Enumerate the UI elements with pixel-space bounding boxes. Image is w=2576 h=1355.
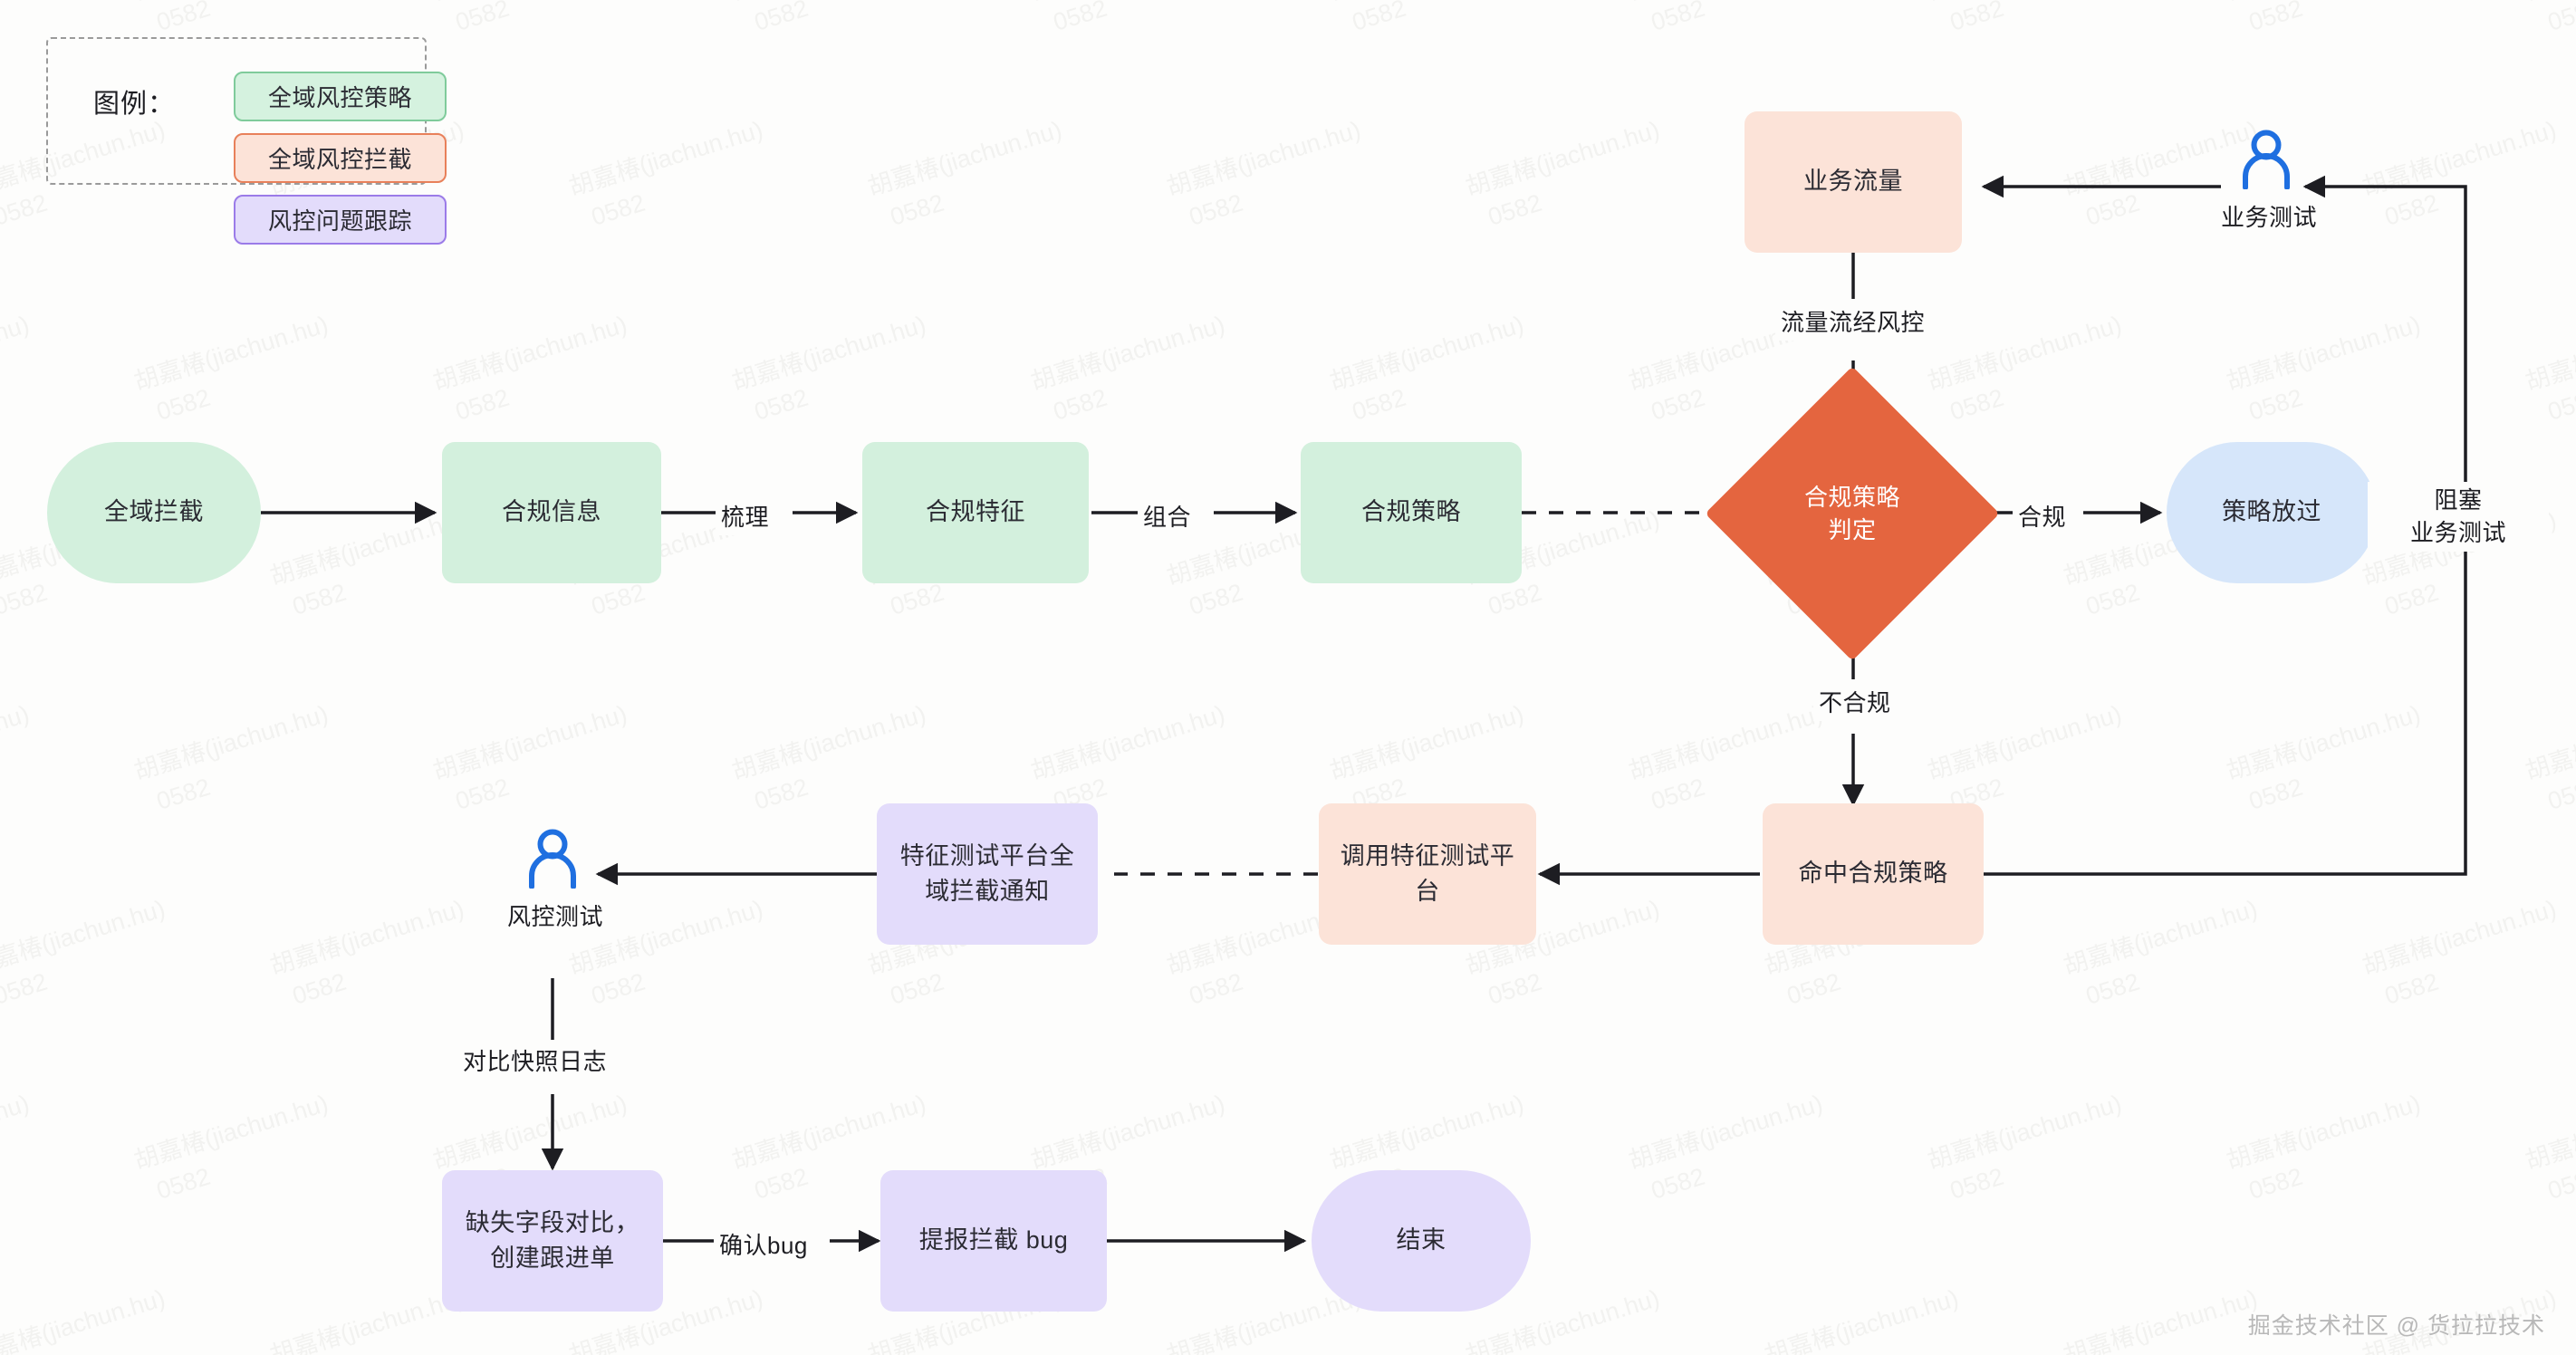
legend-item-label: 风控问题跟踪 [267, 207, 412, 235]
node-label-line1: 调用特征测试平 [1340, 841, 1515, 870]
watermark-text: 胡嘉椿(jiachun.hu)0582 [2223, 311, 2424, 427]
watermark-text: 胡嘉椿(jiachun.hu)0582 [1027, 311, 1228, 427]
watermark-text: 胡嘉椿(jiachun.hu)0582 [1327, 0, 1527, 37]
legend-box: 图例： 全域风控策略 全域风控拦截 风控问题跟踪 [46, 37, 447, 245]
legend-title: 图例： [93, 90, 176, 119]
watermark-text: 胡嘉椿(jiachun.hu)0582 [864, 116, 1065, 232]
edge-label-zuhe: 组合 [1138, 499, 1197, 536]
node-label: 提报拦截 bug [918, 1226, 1069, 1254]
watermark-text: 胡嘉椿(jiachun.hu)0582 [266, 895, 467, 1011]
watermark-text: 胡嘉椿(jiachun.hu)0582 [729, 0, 929, 37]
node-hegui-celue-panding[interactable]: 合规策略 判定 [1705, 366, 2000, 661]
node-yewu-liuliang[interactable]: 业务流量 [1745, 111, 1962, 253]
edge-label-bu-hegui: 不合规 [1813, 685, 1897, 722]
node-label-line2: 创建跟进单 [490, 1244, 615, 1272]
watermark-text: 胡嘉椿(jiachun.hu)0582 [2060, 895, 2261, 1011]
watermark-text: 胡嘉椿(jiachun.hu)0582 [429, 700, 630, 816]
watermark-text: 胡嘉椿(jiachun.hu)0582 [2522, 1090, 2576, 1206]
watermark-text: 胡嘉椿(jiachun.hu)0582 [2224, 0, 2424, 37]
legend-item-label: 全域风控拦截 [267, 146, 412, 173]
watermark-text: 胡嘉椿(jiachun.hu)0582 [2522, 311, 2576, 427]
node-label: 合规策略 [1361, 498, 1461, 526]
watermark-text: 胡嘉椿(jiachun.hu)0582 [1163, 116, 1364, 232]
watermark-text: 胡嘉椿(jiachun.hu)0582 [0, 311, 33, 396]
watermark-text: 胡嘉椿(jiachun.hu)0582 [2523, 0, 2576, 37]
node-label-line1: 缺失字段对比， [465, 1208, 640, 1236]
watermark-text: 胡嘉椿(jiachun.hu)0582 [565, 116, 766, 232]
watermark-text: 胡嘉椿(jiachun.hu)0582 [0, 0, 44, 44]
node-hegui-xinxi[interactable]: 合规信息 [442, 442, 661, 583]
edge-label-line1: 阻塞 [2434, 486, 2483, 514]
node-queshi-ziduan-duibi[interactable]: 缺失字段对比， 创建跟进单 [442, 1170, 663, 1312]
node-label-line2: 台 [1415, 878, 1440, 905]
node-tibao-lanjie-bug[interactable]: 提报拦截 bug [880, 1170, 1107, 1312]
edge-label-duibi-kuaizhao-rizhi: 对比快照日志 [457, 1043, 613, 1081]
watermark-text: 胡嘉椿(jiachun.hu)0582 [0, 700, 33, 785]
watermark-text: 胡嘉椿(jiachun.hu)0582 [0, 1284, 168, 1355]
edge-label-hegui: 合规 [2013, 499, 2072, 536]
edge-label-queren-bug: 确认bug [714, 1227, 813, 1264]
watermark-text: 胡嘉椿(jiachun.hu)0582 [0, 1090, 33, 1175]
watermark-text: 胡嘉椿(jiachun.hu)0582 [429, 311, 630, 427]
node-label: 全域拦截 [104, 498, 204, 526]
node-label-line1: 合规策略 [1803, 483, 1900, 511]
actor-label: 风控测试 [507, 903, 604, 930]
edge-label-liuliang-jing-fengkong: 流量流经风控 [1775, 304, 1931, 341]
watermark-text: 胡嘉椿(jiachun.hu)0582 [1925, 0, 2125, 37]
watermark-text: 胡嘉椿(jiachun.hu)0582 [130, 311, 332, 427]
watermark-text: 胡嘉椿(jiachun.hu)0582 [1924, 1090, 2125, 1206]
node-label: 合规信息 [502, 498, 601, 526]
watermark-text: 胡嘉椿(jiachun.hu)0582 [1326, 311, 1527, 427]
edge-label-shuli: 梳理 [716, 499, 775, 536]
watermark-text: 胡嘉椿(jiachun.hu)0582 [130, 1090, 332, 1206]
node-label-line2: 域拦截通知 [925, 878, 1050, 905]
edge-label-zusai-yewu-ceshi: 阻塞 业务测试 [2368, 482, 2549, 552]
watermark-text: 胡嘉椿(jiachun.hu)0582 [1626, 0, 1826, 37]
actor-yewu-ceshi[interactable]: 业务测试 [2221, 130, 2318, 233]
watermark-text: 胡嘉椿(jiachun.hu)0582 [1625, 1090, 1826, 1206]
watermark-text: 胡嘉椿(jiachun.hu)0582 [1462, 116, 1663, 232]
legend-item-issue-tracking: 风控问题跟踪 [234, 195, 447, 245]
watermark-text: 胡嘉椿(jiachun.hu)0582 [1028, 0, 1228, 37]
node-tezheng-pingtai-tongzhi[interactable]: 特征测试平台全 域拦截通知 [877, 803, 1098, 945]
watermark-text: 胡嘉椿(jiachun.hu)0582 [2223, 700, 2424, 816]
node-label: 合规特征 [926, 498, 1025, 526]
watermark-text: 胡嘉椿(jiachun.hu)0582 [2359, 895, 2560, 1011]
node-hegui-tezheng[interactable]: 合规特征 [862, 442, 1089, 583]
node-quanyu-lanjie[interactable]: 全域拦截 [47, 442, 261, 583]
legend-item-block: 全域风控拦截 [234, 133, 447, 183]
legend-item-label: 全域风控策略 [267, 84, 412, 111]
node-label: 结束 [1396, 1226, 1447, 1254]
watermark-text: 胡嘉椿(jiachun.hu)0582 [0, 895, 168, 1011]
watermark-text: 胡嘉椿(jiachun.hu)0582 [2522, 700, 2576, 816]
watermark-text: 胡嘉椿(jiachun.hu)0582 [130, 700, 332, 816]
node-celue-fangguo[interactable]: 策略放过 [2167, 442, 2377, 583]
watermark-text: 胡嘉椿(jiachun.hu)0582 [1761, 1284, 1962, 1355]
node-jieshu[interactable]: 结束 [1312, 1170, 1531, 1312]
node-mingzhong-hegui-celue[interactable]: 命中合规策略 [1763, 803, 1984, 945]
watermark-text: 胡嘉椿(jiachun.hu)0582 [2359, 116, 2560, 232]
person-icon [2243, 130, 2290, 190]
watermark-text: 胡嘉椿(jiachun.hu)0582 [430, 0, 630, 37]
node-diaoyong-tezheng-pingtai[interactable]: 调用特征测试平 台 [1319, 803, 1536, 945]
actor-fengkong-ceshi[interactable]: 风控测试 [507, 829, 604, 932]
watermark-text: 胡嘉椿(jiachun.hu)0582 [728, 311, 929, 427]
node-label-line1: 特征测试平台全 [899, 841, 1075, 870]
legend-item-strategy: 全域风控策略 [234, 72, 447, 121]
watermark-text: 胡嘉椿(jiachun.hu)0582 [2223, 1090, 2424, 1206]
node-label: 合规策略 判定 [1804, 481, 1900, 547]
node-hegui-celue[interactable]: 合规策略 [1301, 442, 1522, 583]
actor-label: 业务测试 [2221, 204, 2318, 231]
node-label: 命中合规策略 [1798, 860, 1948, 888]
footer-attribution: 掘金技术社区 @ 货拉拉技术 [2247, 1313, 2545, 1339]
edge-label-line2: 业务测试 [2409, 519, 2506, 547]
node-label-line2: 判定 [1828, 516, 1877, 543]
watermark-text: 胡嘉椿(jiachun.hu)0582 [2060, 1284, 2261, 1355]
node-label: 业务流量 [1803, 168, 1903, 196]
person-icon [529, 829, 576, 889]
node-label: 策略放过 [2222, 498, 2321, 526]
